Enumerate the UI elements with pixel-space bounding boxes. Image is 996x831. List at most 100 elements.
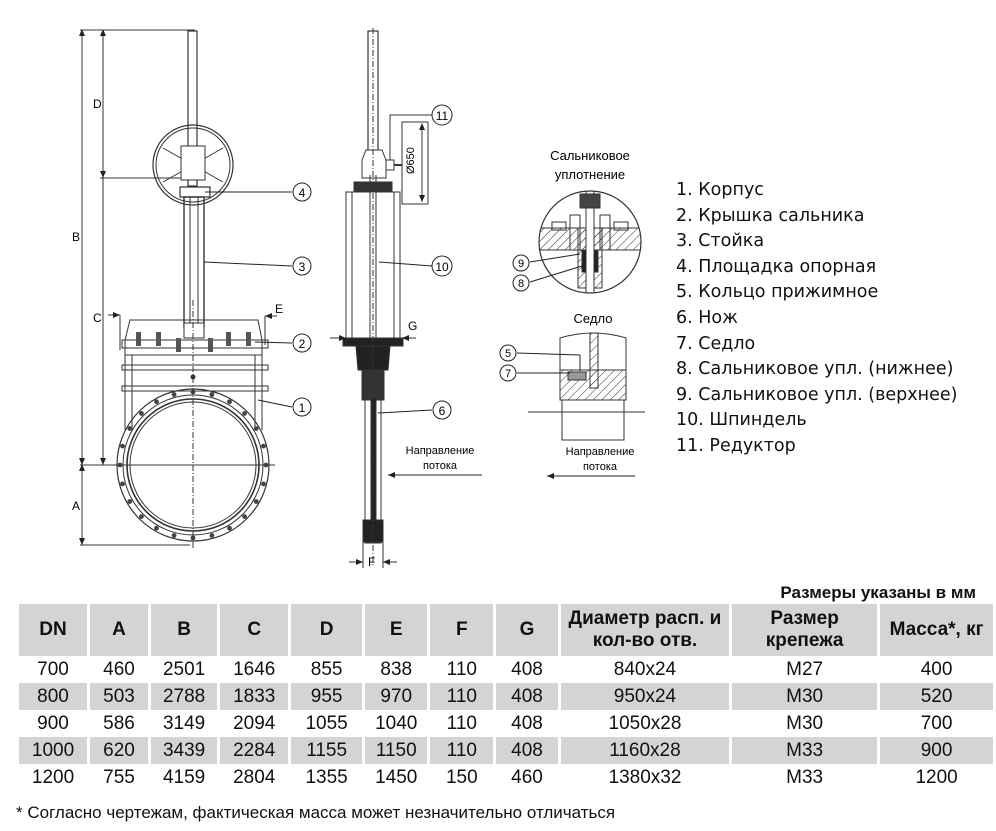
cell-b: 2788	[151, 683, 218, 710]
cell-bolt-circle: 950x24	[560, 683, 730, 710]
legend-item: 11. Редуктор	[676, 435, 796, 456]
cell-d: 955	[291, 683, 363, 710]
cell-dn: 1200	[31, 766, 75, 788]
cell-f: 150	[445, 766, 478, 788]
seat-detail	[528, 332, 645, 441]
callout-10: 10	[431, 255, 453, 277]
cell-g: 408	[496, 683, 558, 710]
flange-bolt	[261, 443, 266, 449]
cell-e: 838	[380, 658, 413, 680]
cell-dn: 1000	[19, 737, 88, 764]
flange-bolt	[190, 535, 196, 541]
flange-bolt	[209, 392, 215, 397]
svg-text:10: 10	[435, 260, 449, 274]
flange-bolt	[120, 443, 125, 449]
table-header-row: DN A B C D E F G Диаметр расп. и кол-во …	[19, 604, 993, 656]
legend-item: 9. Сальниковое упл. (верхнее)	[676, 384, 958, 405]
cell-c: 2804	[233, 766, 276, 788]
flange-bolt	[253, 499, 259, 504]
cell-b: 4159	[162, 766, 206, 788]
flow-label-1-line1: Направление	[406, 445, 475, 457]
dim-label-g: G	[408, 319, 417, 333]
spec-table: DN A B C D E F G Диаметр расп. и кол-во …	[16, 604, 996, 791]
cell-a: 755	[103, 766, 135, 788]
callout-11: 11	[431, 104, 453, 126]
callout-6: 6	[432, 400, 452, 420]
col-header-b: B	[151, 604, 218, 656]
callout-8: 8	[512, 274, 530, 292]
flange-bolt	[139, 411, 144, 416]
parts-legend: 1. Корпус 2. Крышка сальника 3. Стойка 4…	[676, 178, 957, 460]
svg-text:8: 8	[518, 278, 524, 290]
cell-mass: 900	[880, 737, 993, 764]
flange-bolt	[242, 411, 248, 416]
legend-item: 5. Кольцо прижимное	[676, 282, 879, 303]
cell-g: 408	[511, 658, 543, 680]
cell-e: 1150	[365, 737, 428, 764]
callout-3: 3	[292, 256, 312, 276]
footnote: * Согласно чертежам, фактическая масса м…	[16, 803, 616, 822]
cell-g: 408	[511, 712, 543, 734]
cell-d: 855	[310, 658, 343, 680]
cell-f: 110	[446, 658, 477, 680]
legend-item: 8. Сальниковое упл. (нижнее)	[676, 359, 954, 380]
cell-e: 1450	[375, 766, 418, 788]
col-header-c: C	[220, 604, 289, 656]
cell-dn: 800	[19, 683, 88, 710]
flow-label-2-line2: потока	[583, 461, 618, 473]
flange-bolt	[154, 399, 159, 405]
svg-text:5: 5	[505, 348, 511, 360]
flange-bolt	[127, 426, 133, 431]
cell-fastener-size: M33	[786, 766, 824, 788]
svg-text:2: 2	[299, 337, 306, 351]
cell-dn: 700	[37, 658, 69, 680]
svg-text:7: 7	[505, 368, 511, 380]
dim-label-f: F	[368, 555, 375, 569]
legend-item: 4. Площадка опорная	[676, 256, 877, 277]
cell-c: 1646	[233, 658, 276, 680]
units-note: Размеры указаны в мм	[780, 583, 976, 602]
flange-bolt	[171, 533, 177, 538]
col-header-a: A	[90, 604, 149, 656]
dim-label-d: D	[93, 97, 102, 111]
cell-f: 110	[430, 737, 494, 764]
legend-item: 1. Корпус	[676, 180, 764, 200]
cell-mass: 700	[920, 712, 953, 734]
cell-c: 2094	[233, 712, 276, 734]
cell-bolt-circle: 1050x28	[608, 712, 682, 734]
flange-bolt	[227, 399, 232, 405]
flange-bolt	[227, 525, 232, 531]
cell-d: 1055	[305, 712, 348, 734]
callout-5: 5	[499, 344, 517, 362]
gland-detail	[538, 190, 642, 294]
cell-d: 1355	[305, 766, 348, 788]
callout-1: 1	[292, 397, 312, 417]
cell-c: 2284	[220, 737, 289, 764]
svg-text:1: 1	[299, 401, 306, 415]
flange-bolt	[261, 481, 266, 487]
cell-fastener-size: M30	[786, 712, 824, 734]
legend-item: 10. Шпиндель	[676, 410, 807, 431]
cell-g: 408	[496, 737, 558, 764]
svg-text:11: 11	[436, 109, 449, 123]
flange-bolt	[154, 525, 159, 531]
seat-detail-title: Седло	[574, 311, 613, 326]
col-header-fastener-size: Размер крепежа	[732, 604, 878, 656]
gland-detail-title-2: уплотнение	[555, 167, 625, 182]
legend-item: 3. Стойка	[676, 231, 765, 252]
gland-detail-title-1: Сальниковое	[550, 148, 630, 163]
flange-bolt	[209, 533, 215, 538]
callout-7: 7	[499, 364, 517, 382]
flow-label-2-line1: Направление	[566, 446, 635, 458]
flange-bolt	[253, 426, 259, 431]
cell-g: 460	[511, 766, 543, 788]
cell-fastener-size: M33	[732, 737, 878, 764]
flange-bolt	[127, 499, 133, 504]
cell-fastener-size: M27	[786, 658, 824, 680]
flange-bolt	[242, 514, 248, 519]
front-view	[79, 29, 277, 550]
cell-a: 586	[103, 712, 135, 734]
